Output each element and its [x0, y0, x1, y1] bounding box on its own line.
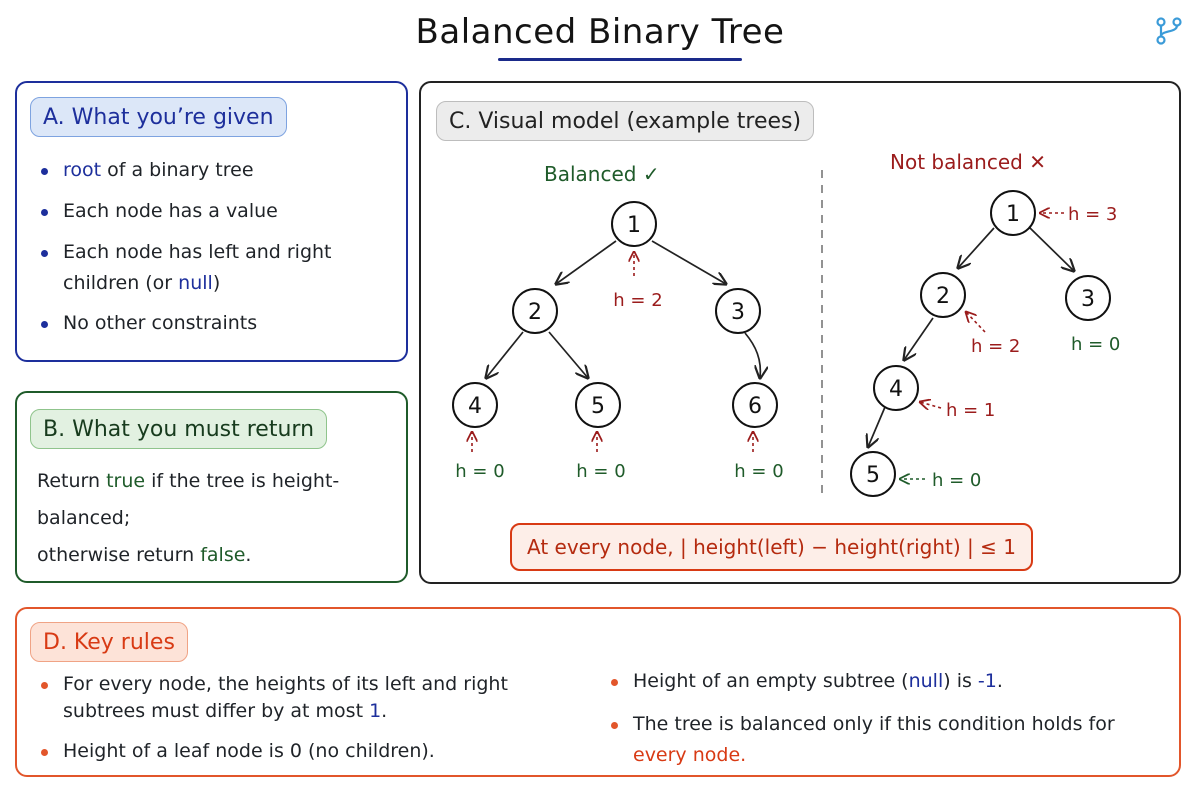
rules-list-right: Height of an empty subtree (null) is -1.… [605, 666, 1165, 771]
balance-formula: At every node, | height(left) − height(r… [510, 523, 1033, 571]
list-item: Height of an empty subtree (null) is -1. [605, 666, 1165, 697]
panel-a-heading: A. What you’re given [30, 97, 287, 137]
node-label: 1 [627, 213, 641, 238]
panel-b-heading: B. What you must return [30, 409, 328, 449]
panel-key-rules: D. Key rules For every node, the heights… [15, 607, 1181, 777]
tree-node [850, 451, 896, 497]
tree-node [452, 382, 498, 428]
panel-return: B. What you must return Return true if t… [15, 391, 408, 583]
panel-c-heading: C. Visual model (example trees) [436, 101, 815, 141]
tree-node [920, 272, 966, 318]
branch-icon [1156, 17, 1182, 45]
tree-node [512, 288, 558, 334]
node-label: 2 [936, 284, 950, 309]
list-item: Height of a leaf node is 0 (no children)… [35, 736, 575, 767]
edge [556, 240, 617, 284]
given-list: root of a binary tree Each node has a va… [35, 155, 385, 339]
panel-given: A. What you’re given root of a binary tr… [15, 81, 408, 362]
height-annotation: h = 3 [1068, 204, 1117, 225]
edge [1029, 227, 1074, 271]
height-annotation: h = 0 [455, 461, 504, 482]
node-label: 3 [731, 300, 745, 325]
tree-node [611, 201, 657, 247]
tree-node [715, 288, 761, 334]
page-title: Balanced Binary Tree [415, 12, 785, 52]
height-annotation: h = 2 [613, 290, 662, 311]
tree-node [1065, 275, 1111, 321]
annotation-arrow [920, 402, 942, 408]
node-label: 1 [1006, 202, 1020, 227]
node-label: 2 [528, 300, 542, 325]
list-item: Each node has a value [35, 196, 385, 227]
rules-list-left: For every node, the heights of its left … [35, 671, 575, 767]
panel-visual-model: C. Visual model (example trees) [419, 81, 1181, 584]
not-balanced-label: Not balanced ✕ [890, 150, 1046, 174]
list-item: For every node, the heights of its left … [35, 671, 575, 725]
list-item: root of a binary tree [35, 155, 385, 186]
height-annotation: h = 0 [932, 470, 981, 491]
edge [868, 406, 886, 447]
edge [651, 240, 726, 284]
node-label: 6 [748, 394, 762, 419]
title-underline [498, 58, 742, 61]
height-annotation: h = 1 [946, 400, 995, 421]
balanced-label: Balanced ✓ [544, 162, 660, 186]
list-item: The tree is balanced only if this condit… [605, 709, 1165, 771]
list-item: No other constraints [35, 308, 385, 339]
node-label: 4 [468, 394, 482, 419]
height-annotation: h = 0 [734, 461, 783, 482]
panel-d-heading: D. Key rules [30, 622, 188, 662]
edge [548, 331, 588, 378]
tree-node [575, 382, 621, 428]
edge [904, 317, 934, 360]
height-annotation: h = 0 [576, 461, 625, 482]
return-description: Return true if the tree is height-balanc… [37, 470, 340, 566]
edge [744, 332, 760, 378]
tree-node [873, 365, 919, 411]
tree-node [732, 382, 778, 428]
list-item: Each node has left and right children (o… [35, 237, 385, 299]
node-label: 4 [889, 377, 903, 402]
annotation-arrow [966, 312, 986, 333]
edge [486, 331, 524, 378]
node-label: 5 [591, 394, 605, 419]
node-label: 5 [866, 463, 880, 488]
height-annotation: h = 0 [1071, 334, 1120, 355]
node-label: 3 [1081, 287, 1095, 312]
height-annotation: h = 2 [971, 336, 1020, 357]
edge [958, 227, 995, 268]
tree-node [990, 190, 1036, 236]
